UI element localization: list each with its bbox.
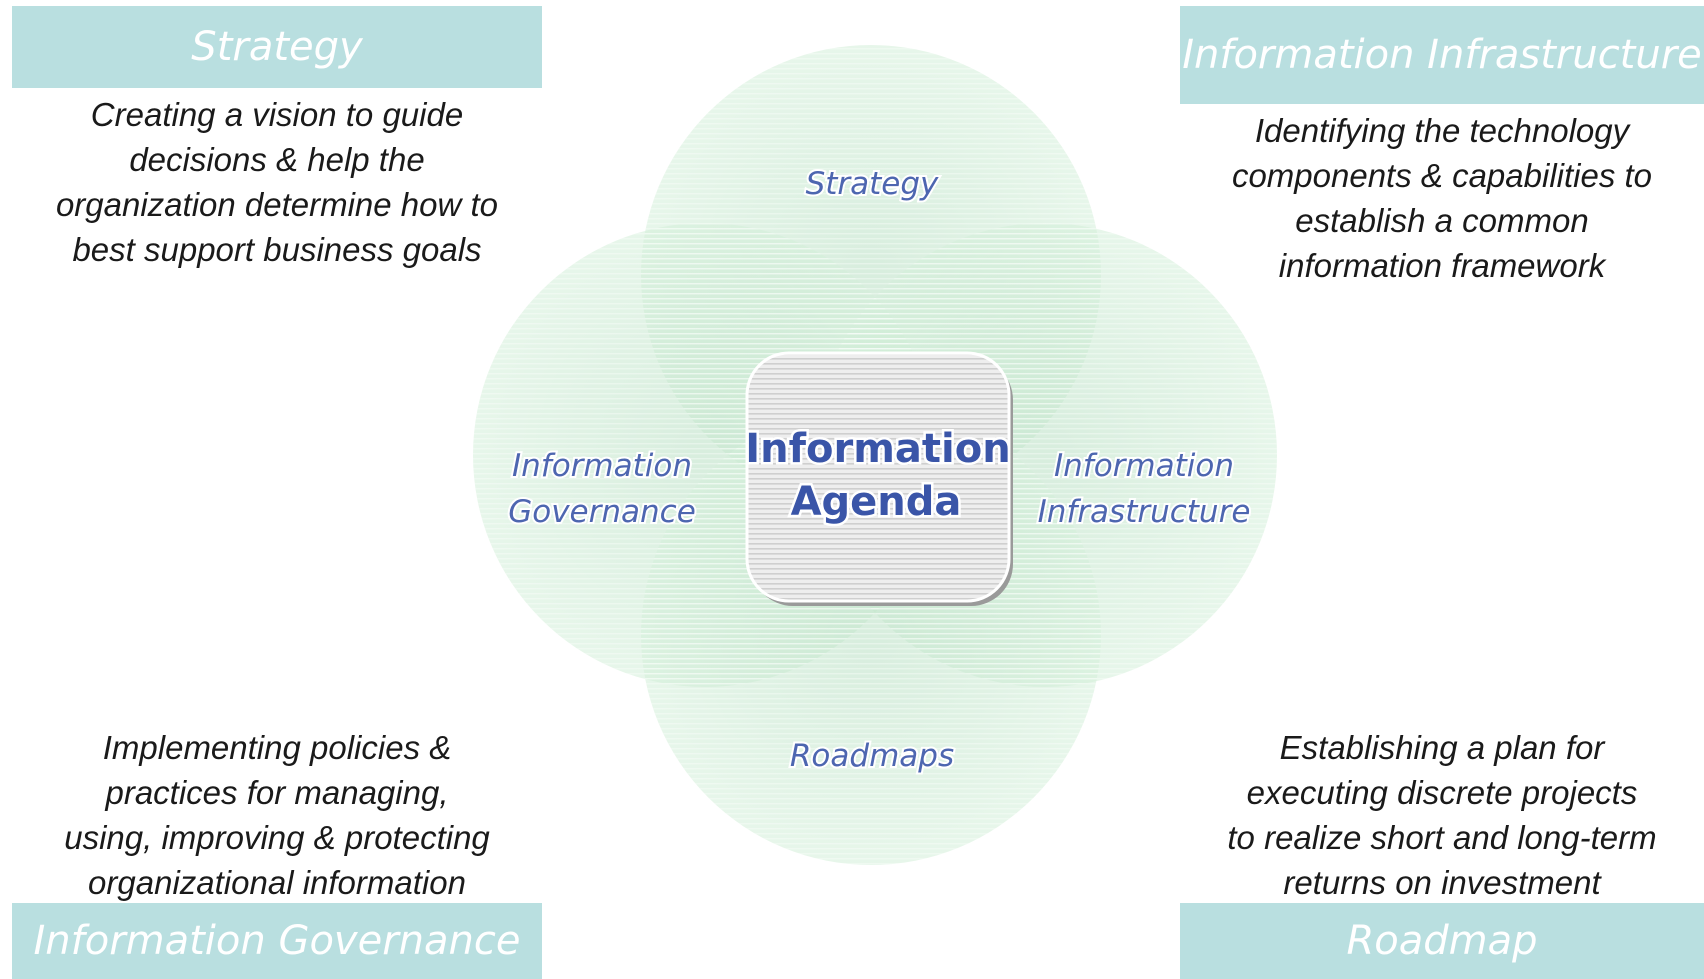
description-line: to realize short and long-term <box>1227 819 1657 856</box>
description-line: executing discrete projects <box>1246 774 1638 811</box>
governance-petal-label-line2: Governance <box>508 494 696 530</box>
description-line: Establishing a plan for <box>1279 729 1605 766</box>
description-line: practices for managing, <box>105 774 449 811</box>
information-governance-description: Implementing policies & practices for ma… <box>12 725 542 905</box>
description-line: Identifying the technology <box>1254 112 1630 149</box>
description-line: organizational information <box>88 864 466 901</box>
description-line: information framework <box>1278 247 1606 284</box>
center-square <box>745 351 1013 606</box>
roadmap-description: Establishing a plan for executing discre… <box>1180 725 1704 905</box>
roadmaps-petal-label: Roadmaps <box>790 738 954 774</box>
strategy-description: Creating a vision to guide decisions & h… <box>12 92 542 272</box>
infrastructure-petal-label-line2: Infrastructure <box>1038 494 1251 530</box>
information-governance-banner: Information Governance <box>12 903 542 979</box>
description-line: Creating a vision to guide <box>90 96 464 133</box>
description-line: establish a common <box>1295 202 1589 239</box>
strategy-banner: Strategy <box>12 6 542 88</box>
infrastructure-petal-label-line1: Information <box>1054 448 1234 484</box>
information-infrastructure-banner: Information Infrastructure <box>1180 6 1704 104</box>
center-label-line1: Information <box>745 426 1010 472</box>
information-infrastructure-description: Identifying the technology components & … <box>1180 108 1704 288</box>
description-line: decisions & help the <box>129 141 425 178</box>
governance-petal-label-line1: Information <box>512 448 692 484</box>
description-line: Implementing policies & <box>102 729 452 766</box>
description-line: returns on investment <box>1283 864 1601 901</box>
description-line: components & capabilities to <box>1231 157 1653 194</box>
strategy-petal-label: Strategy <box>806 166 939 202</box>
description-line: organization determine how to <box>55 186 499 223</box>
description-line: best support business goals <box>72 231 482 268</box>
description-line: using, improving & protecting <box>64 819 490 856</box>
roadmap-banner: Roadmap <box>1180 903 1704 979</box>
center-label-line2: Agenda <box>791 479 962 525</box>
